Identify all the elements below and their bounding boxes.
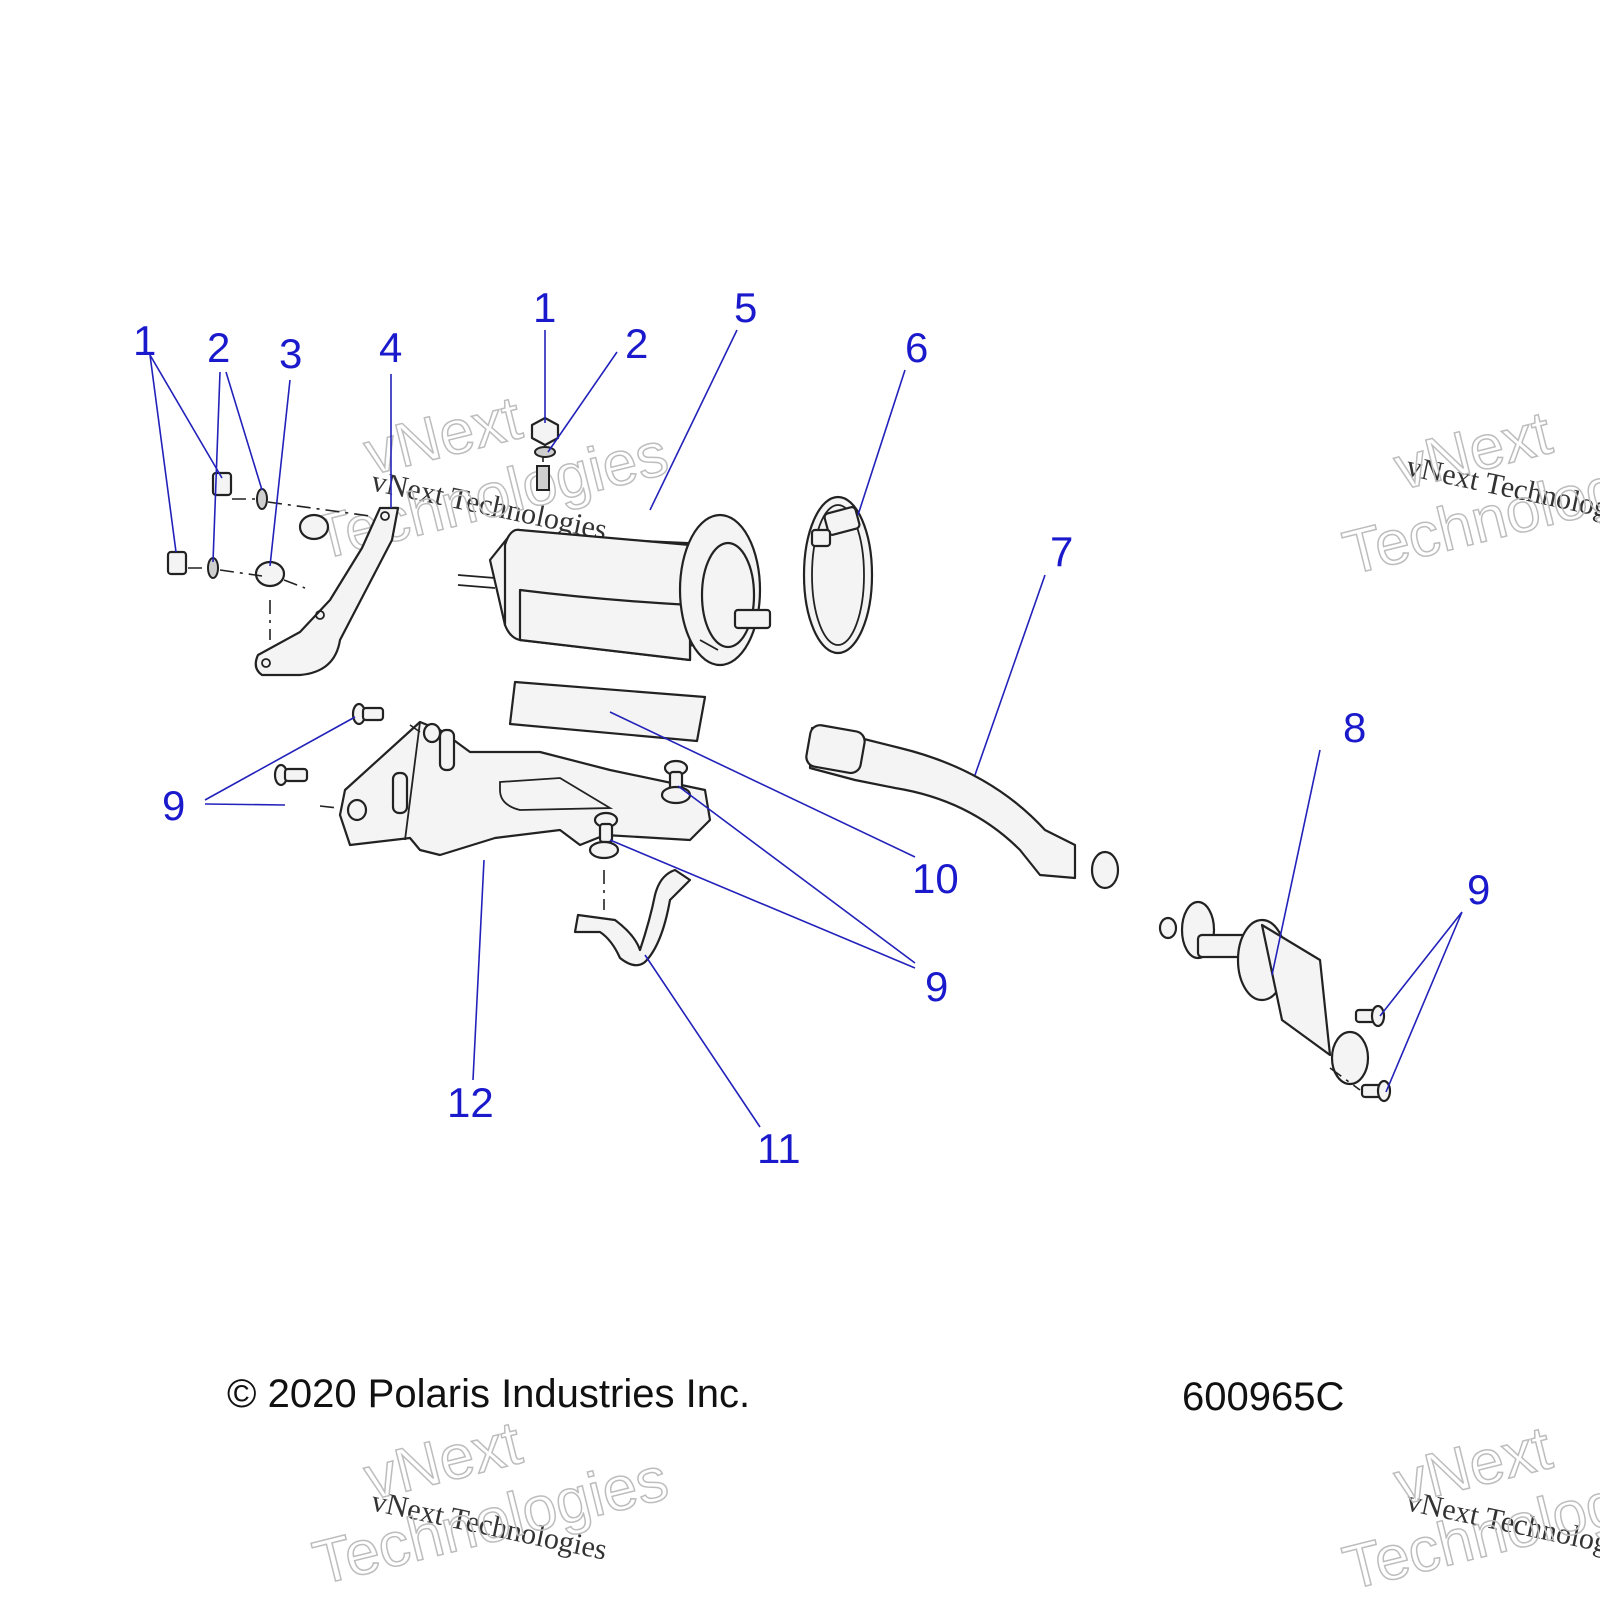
hose-clamp-part	[802, 495, 874, 655]
nut-part	[211, 471, 233, 497]
bolt-part	[351, 702, 385, 726]
bolt-part	[1354, 1004, 1386, 1028]
washer-part	[256, 488, 268, 510]
figure-code: 600965C	[1182, 1375, 1344, 1419]
callout-6: 6	[905, 324, 928, 371]
bracket-4-part	[254, 506, 400, 677]
callout-1: 1	[533, 284, 556, 331]
flange-nut-part	[298, 513, 330, 541]
strap-part	[573, 868, 692, 967]
callout-2: 2	[207, 324, 230, 371]
nut-part	[166, 550, 188, 576]
mounting-bracket-part	[273, 702, 712, 910]
callout-labels: 1 2 3 4 1 2 5 6 7 8 9 9 10 9 11 12	[133, 284, 1490, 1172]
leader-lines	[149, 329, 1463, 1128]
callout-1: 1	[133, 317, 156, 364]
callout-3: 3	[279, 330, 302, 377]
starter-motor-part	[457, 416, 772, 667]
bolt-part	[273, 763, 309, 787]
terminal-stud-part	[536, 465, 550, 491]
bolt-part	[1360, 1079, 1392, 1103]
cable-boot-part	[805, 724, 1120, 890]
callout-10: 10	[912, 855, 959, 902]
insulator-pad-part	[508, 680, 707, 743]
bolt-part	[588, 811, 620, 860]
callout-11: 11	[757, 1125, 801, 1172]
callout-2: 2	[625, 320, 648, 367]
callout-9: 9	[162, 782, 185, 829]
bolt-part	[660, 759, 692, 805]
callout-4: 4	[379, 324, 402, 371]
callout-5: 5	[734, 284, 757, 331]
callout-8: 8	[1343, 704, 1366, 751]
callout-9: 9	[1467, 866, 1490, 913]
top-washer-part	[534, 446, 556, 458]
callout-9: 9	[925, 963, 948, 1010]
watermark-group: vNext Technologies vNext Technologies vN…	[306, 383, 1600, 1600]
copyright-text: © 2020 Polaris Industries Inc.	[227, 1372, 750, 1416]
callout-7: 7	[1050, 528, 1073, 575]
callout-12: 12	[447, 1079, 494, 1126]
drive-assembly-part	[1158, 900, 1392, 1103]
